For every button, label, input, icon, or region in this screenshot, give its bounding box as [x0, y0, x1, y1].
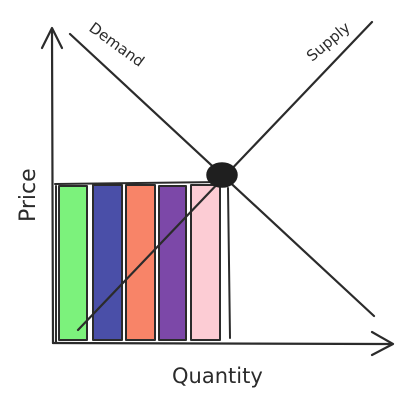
y-axis [40, 26, 64, 345]
bar-3 [125, 184, 156, 341]
price-level-bracket [54, 181, 231, 343]
demand-label: Demand [86, 19, 148, 71]
bar-4 [158, 185, 187, 341]
bar-5 [190, 184, 221, 341]
equilibrium-point [206, 162, 238, 188]
x-axis-label: Quantity [172, 364, 263, 388]
y-axis-label: Price [16, 168, 41, 222]
bar-2 [92, 184, 123, 341]
bar-1 [58, 185, 88, 341]
supply-label: Supply [303, 18, 354, 65]
x-axis [51, 330, 395, 357]
price-bars [58, 184, 221, 341]
